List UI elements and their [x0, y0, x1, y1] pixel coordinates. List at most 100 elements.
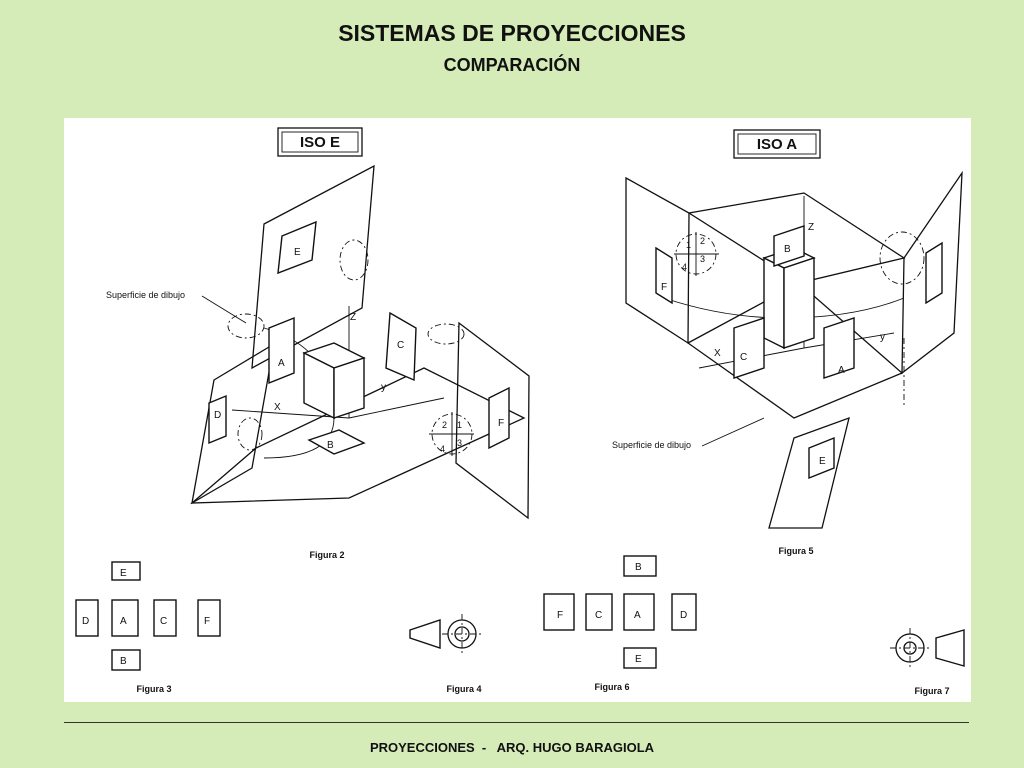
iso-e-rotation-mark-bottom — [237, 417, 263, 451]
figura-7-label: Figura 7 — [914, 686, 949, 696]
figura-6-views: B F C A D E Figura 6 — [543, 555, 697, 692]
fig3-view-c-label: C — [160, 616, 167, 627]
iso-a-axis-x-label: X — [714, 348, 721, 359]
iso-a-view-a-label: A — [838, 365, 845, 376]
iso-a-surface-arrow — [701, 417, 765, 447]
iso-e-rotation-mark-top — [339, 239, 369, 281]
iso-e-left-plane — [191, 342, 275, 505]
iso-a-view-b — [773, 225, 805, 267]
iso-a-view-right — [925, 241, 943, 305]
iso-e-x-axis — [231, 409, 350, 419]
iso-e-surface-arrow — [201, 295, 247, 324]
projection-drawing: ISO E E C D F A B Z X y — [75, 127, 965, 696]
fig6-view-c — [585, 593, 613, 631]
fig3-view-a-label: A — [120, 616, 127, 627]
iso-e-diagram: ISO E E C D F A B Z X y — [106, 127, 530, 560]
iso-e-rotation-mark-left — [227, 313, 265, 339]
iso-a-object — [733, 247, 855, 379]
iso-a-label: ISO A — [757, 136, 797, 153]
fig3-view-f-label: F — [204, 616, 210, 627]
fig6-view-d — [671, 593, 697, 631]
iso-e-axis-z-label: Z — [350, 312, 356, 323]
fig6-view-f-label: F — [557, 610, 563, 621]
iso-e-view-f-label: F — [498, 418, 504, 429]
fig6-view-a-label: A — [634, 610, 641, 621]
iso-a-view-c-label: C — [740, 352, 747, 363]
iso-e-surface-label: Superficie de dibujo — [106, 290, 185, 300]
iso-a-view-f-label: F — [661, 282, 667, 293]
iso-a-view-b-label: B — [784, 244, 791, 255]
drawing-panel: ISO E E C D F A B Z X y — [64, 118, 971, 702]
fig6-view-c-label: C — [595, 610, 602, 621]
iso-a-quadrant-3: 3 — [700, 254, 705, 264]
figura-4-label: Figura 4 — [446, 684, 481, 694]
iso-e-top-plane — [251, 164, 375, 370]
iso-a-axis-y-label: y — [880, 332, 885, 343]
iso-e-object — [268, 316, 366, 420]
iso-a-quadrant-4: 4 — [682, 262, 687, 272]
iso-e-axis-y-label: y — [381, 382, 386, 393]
iso-e-floor-plane — [190, 367, 526, 504]
iso-e-y-axis — [348, 397, 445, 419]
fig3-view-d-label: D — [82, 616, 89, 627]
fig3-view-e — [111, 561, 141, 581]
fig6-view-a — [623, 593, 655, 631]
slide-subtitle: COMPARACIÓN — [443, 55, 581, 75]
fig6-view-b-label: B — [635, 562, 642, 573]
fig6-view-e — [623, 647, 657, 669]
figura-5-label: Figura 5 — [778, 546, 813, 556]
iso-e-view-c-label: C — [397, 340, 404, 351]
iso-a-bottom-plane — [768, 416, 850, 529]
iso-e-right-plane — [455, 321, 530, 520]
iso-e-label-inner-box — [281, 131, 359, 153]
iso-a-view-e — [808, 436, 835, 480]
iso-e-view-f — [488, 386, 510, 450]
iso-e-quadrant-4: 4 — [440, 444, 445, 454]
figura-3-label: Figura 3 — [136, 684, 171, 694]
iso-a-axis-z-label: Z — [808, 222, 814, 233]
iso-a-view-e-label: E — [819, 456, 826, 467]
iso-a-view-f — [655, 246, 673, 305]
iso-e-quadrant-1: 1 — [457, 420, 462, 430]
fig3-view-d — [75, 599, 99, 637]
iso-a-floor-plane — [686, 282, 904, 419]
slide-footer: PROYECCIONES - ARQ. HUGO BARAGIOLA — [0, 740, 1024, 755]
fig3-view-c — [153, 599, 177, 637]
figura-7-views: Figura 7 — [890, 628, 965, 696]
iso-e-quadrant-3: 3 — [457, 438, 462, 448]
fig3-view-f — [197, 599, 221, 637]
iso-a-right-plane — [901, 170, 963, 375]
iso-a-quadrant-1: 1 — [686, 240, 691, 250]
iso-e-view-b-label: B — [327, 440, 334, 451]
iso-e-quadrant-2: 2 — [442, 420, 447, 430]
iso-e-rotation-mark-right — [427, 323, 465, 345]
iso-e-view-d-label: D — [214, 410, 221, 421]
iso-a-label-box — [733, 129, 821, 159]
figura-4-views: Figura 4 — [409, 614, 484, 694]
fig3-view-b — [111, 649, 141, 671]
iso-e-view-b — [307, 429, 366, 455]
iso-a-quadrant-2: 2 — [700, 236, 705, 246]
footer-text: PROYECCIONES - ARQ. HUGO BARAGIOLA — [369, 740, 655, 755]
iso-e-label-box — [277, 127, 363, 157]
fig3-view-e-label: E — [120, 568, 127, 579]
slide-title: SISTEMAS DE PROYECCIONES — [338, 20, 686, 46]
iso-e-axis-x-label: X — [274, 402, 281, 413]
fig6-view-d-label: D — [680, 610, 687, 621]
fig6-view-e-label: E — [635, 654, 642, 665]
iso-e-view-c — [385, 311, 417, 382]
fig6-view-b — [623, 555, 657, 577]
iso-a-diagram: ISO A B F C A E Z X y — [612, 129, 963, 556]
figura-2-label: Figura 2 — [309, 550, 344, 560]
iso-e-label: ISO E — [300, 134, 340, 151]
fig6-view-f — [543, 593, 575, 631]
fig4-side-view — [409, 619, 441, 649]
iso-e-view-d — [208, 394, 227, 445]
fig4-inner-circle — [454, 626, 470, 642]
fig7-side-view — [935, 629, 965, 667]
iso-e-view-a-label: A — [278, 358, 285, 369]
footer-rule — [64, 722, 969, 723]
iso-a-label-inner-box — [737, 133, 817, 155]
iso-a-rotation-mark-right — [879, 231, 925, 285]
fig3-view-a — [111, 599, 139, 637]
